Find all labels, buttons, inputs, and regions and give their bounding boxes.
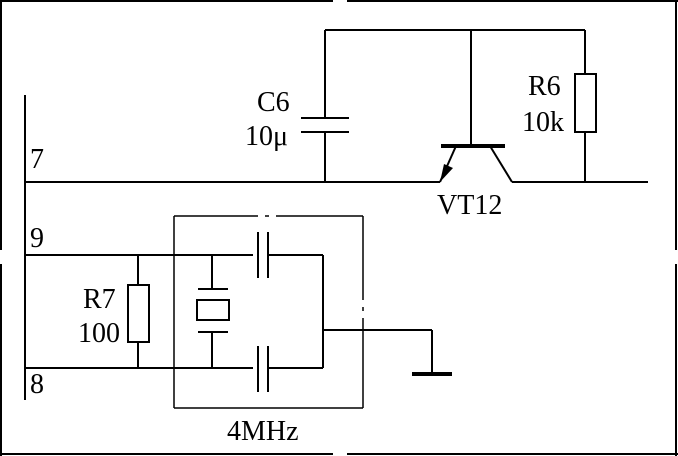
- vt12-label: VT12: [437, 190, 502, 221]
- pin-8-label: 8: [30, 369, 44, 400]
- crystal-frequency-label: 4MHz: [227, 416, 299, 447]
- resonator-enclosure: [173, 215, 364, 409]
- crystal-element: [196, 255, 230, 368]
- r6-value: 10k: [522, 107, 564, 138]
- transistor-vt12: [439, 30, 525, 183]
- pin-9-label: 9: [30, 223, 44, 254]
- c6-label: C6: [257, 87, 290, 118]
- r6-label: R6: [528, 71, 561, 102]
- r7-value: 100: [78, 318, 120, 349]
- resonator-cap-bottom: [257, 346, 323, 392]
- resonator-cap-top: [257, 232, 323, 278]
- resistor-r6: [574, 30, 597, 182]
- r7-label: R7: [83, 284, 116, 315]
- resistor-r7: [127, 255, 150, 368]
- ground-symbol: [412, 330, 452, 376]
- capacitor-c6: [301, 30, 349, 182]
- c6-value: 10μ: [245, 121, 288, 152]
- pin-7-label: 7: [30, 144, 44, 175]
